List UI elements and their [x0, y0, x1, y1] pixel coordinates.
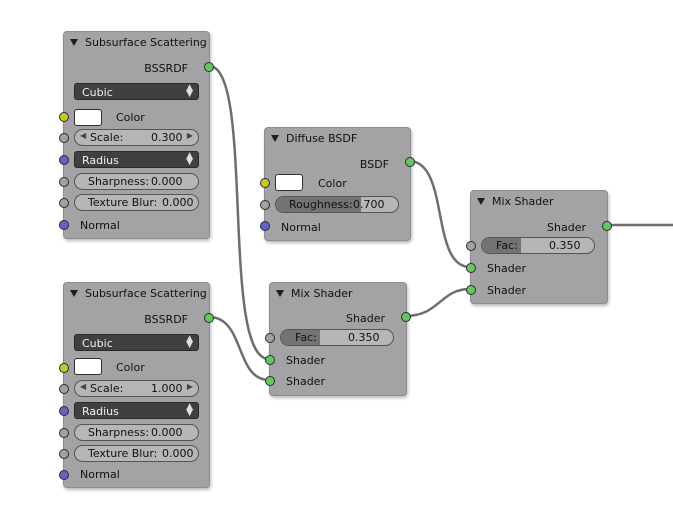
input-socket-fac[interactable] [265, 333, 275, 343]
sharpness-slider[interactable]: Sharpness: 0.000 [74, 424, 199, 441]
updown-arrow-icon: ▲▼ [186, 334, 193, 350]
output-label-bssrdf: BSSRDF [144, 313, 188, 326]
input-socket-shader-1[interactable] [265, 355, 275, 365]
link-mix1-to-mix2-shader2 [404, 287, 471, 318]
node-title: Mix Shader [492, 195, 554, 208]
color-label: Color [116, 111, 145, 124]
input-socket-color[interactable] [59, 363, 69, 373]
input-socket-radius[interactable] [59, 406, 69, 416]
normal-label: Normal [281, 221, 321, 234]
normal-label: Normal [80, 219, 120, 232]
input-socket-roughness[interactable] [260, 200, 270, 210]
color-swatch[interactable] [74, 109, 102, 126]
collapse-triangle-icon[interactable] [70, 290, 78, 297]
link-diffuse-to-mix2-shader1 [408, 159, 471, 269]
color-swatch[interactable] [74, 358, 102, 375]
input-socket-color[interactable] [260, 178, 270, 188]
node-header[interactable]: Subsurface Scattering [64, 32, 209, 54]
input-socket-sharpness[interactable] [59, 177, 69, 187]
input-socket-radius[interactable] [59, 155, 69, 165]
collapse-triangle-icon[interactable] [271, 135, 279, 142]
roughness-fill [276, 197, 362, 212]
radius-field[interactable]: Radius ▲▼ [74, 402, 199, 419]
updown-arrow-icon: ▲▼ [186, 83, 193, 99]
output-socket-bssrdf[interactable] [204, 62, 214, 72]
input-socket-shader-2[interactable] [265, 376, 275, 386]
output-label-shader: Shader [346, 312, 385, 325]
node-diffuse-bsdf[interactable]: Diffuse BSDF BSDF Color Roughness: 0.700… [260, 127, 415, 241]
color-label: Color [116, 361, 145, 374]
link-sss2-to-mix1-shader2 [208, 315, 270, 382]
output-socket-bssrdf[interactable] [204, 313, 214, 323]
output-label-bsdf: BSDF [359, 158, 389, 171]
node-title: Subsurface Scattering [85, 287, 207, 300]
node-title: Subsurface Scattering [85, 36, 207, 49]
input-socket-fac[interactable] [466, 241, 476, 251]
updown-arrow-icon: ▲▼ [186, 151, 193, 167]
falloff-dropdown[interactable]: Cubic ▲▼ [74, 334, 199, 351]
scale-field[interactable]: ◀ Scale: 1.000 ▶ [74, 380, 199, 397]
node-title: Mix Shader [291, 287, 353, 300]
updown-arrow-icon: ▲▼ [186, 402, 193, 418]
input-socket-texture-blur[interactable] [59, 198, 69, 208]
node-header[interactable]: Subsurface Scattering [64, 283, 209, 305]
decrement-arrow-icon[interactable]: ◀ [80, 382, 87, 391]
scale-field[interactable]: ◀ Scale: 0.300 ▶ [74, 129, 199, 146]
node-header[interactable]: Mix Shader [270, 283, 406, 305]
output-socket-shader[interactable] [602, 221, 612, 231]
fac-fill [281, 330, 321, 345]
fac-slider[interactable]: Fac: 0.350 [280, 329, 394, 346]
collapse-triangle-icon[interactable] [70, 39, 78, 46]
fac-slider[interactable]: Fac: 0.350 [481, 237, 595, 254]
input-socket-scale[interactable] [59, 133, 69, 143]
color-label: Color [318, 177, 347, 190]
decrement-arrow-icon[interactable]: ◀ [80, 131, 87, 140]
texture-blur-slider[interactable]: Texture Blur: 0.000 [74, 445, 199, 462]
input-label-shader-1: Shader [286, 354, 325, 367]
falloff-dropdown[interactable]: Cubic ▲▼ [74, 83, 199, 100]
input-socket-texture-blur[interactable] [59, 449, 69, 459]
output-label-shader: Shader [547, 221, 586, 234]
input-socket-scale[interactable] [59, 384, 69, 394]
node-subsurface-scattering-1[interactable]: Subsurface Scattering BSSRDF Cubic ▲▼ Co… [59, 31, 214, 239]
increment-arrow-icon[interactable]: ▶ [186, 131, 193, 140]
color-swatch[interactable] [275, 174, 303, 191]
node-header[interactable]: Diffuse BSDF [265, 128, 410, 150]
link-sss1-to-mix1-shader1 [208, 64, 270, 361]
sharpness-slider[interactable]: Sharpness: 0.000 [74, 173, 199, 190]
output-label-bssrdf: BSSRDF [144, 62, 188, 75]
input-label-shader-2: Shader [286, 375, 325, 388]
input-socket-normal[interactable] [59, 470, 69, 480]
node-subsurface-scattering-2[interactable]: Subsurface Scattering BSSRDF Cubic ▲▼ Co… [59, 282, 214, 488]
collapse-triangle-icon[interactable] [477, 198, 485, 205]
output-socket-shader[interactable] [401, 312, 411, 322]
input-socket-normal[interactable] [260, 221, 270, 231]
input-socket-normal[interactable] [59, 220, 69, 230]
texture-blur-slider[interactable]: Texture Blur: 0.000 [74, 194, 199, 211]
fac-fill [482, 238, 522, 253]
input-label-shader-1: Shader [487, 262, 526, 275]
radius-field[interactable]: Radius ▲▼ [74, 151, 199, 168]
input-socket-shader-2[interactable] [466, 285, 476, 295]
node-header[interactable]: Mix Shader [471, 191, 607, 213]
normal-label: Normal [80, 468, 120, 481]
roughness-slider[interactable]: Roughness: 0.700 [275, 196, 399, 213]
input-socket-sharpness[interactable] [59, 428, 69, 438]
node-mix-shader-2[interactable]: Mix Shader Shader Fac: 0.350 Shader Shad… [466, 190, 612, 304]
input-socket-shader-1[interactable] [466, 263, 476, 273]
output-socket-bsdf[interactable] [405, 157, 415, 167]
node-title: Diffuse BSDF [286, 132, 358, 145]
collapse-triangle-icon[interactable] [276, 290, 284, 297]
increment-arrow-icon[interactable]: ▶ [186, 382, 193, 391]
node-mix-shader-1[interactable]: Mix Shader Shader Fac: 0.350 Shader Shad… [265, 282, 411, 396]
input-socket-color[interactable] [59, 112, 69, 122]
input-label-shader-2: Shader [487, 284, 526, 297]
